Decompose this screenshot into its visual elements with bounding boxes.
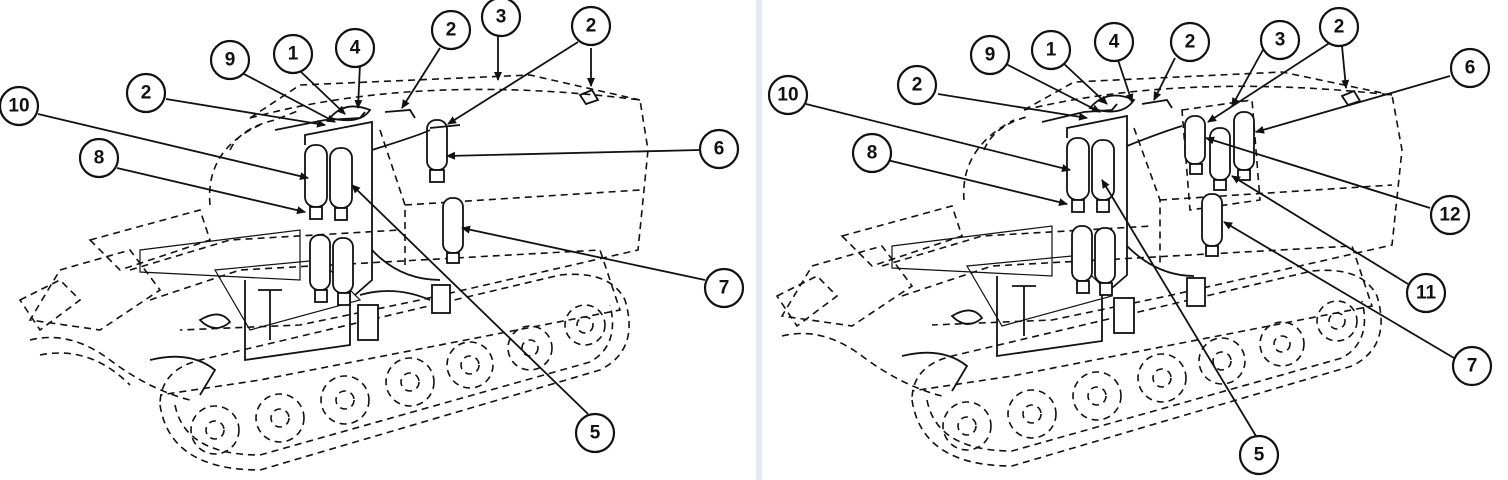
callout-5: 9 xyxy=(969,34,1011,76)
svg-text:5: 5 xyxy=(590,423,601,444)
track-assembly xyxy=(781,269,1382,467)
svg-text:7: 7 xyxy=(1467,356,1478,377)
track-assembly xyxy=(29,273,630,471)
svg-text:10: 10 xyxy=(777,85,798,106)
svg-text:1: 1 xyxy=(1046,40,1057,61)
callout-3: 3 xyxy=(480,0,522,38)
panel-divider xyxy=(756,0,762,480)
svg-text:4: 4 xyxy=(350,38,361,59)
svg-text:10: 10 xyxy=(8,96,29,117)
extinguisher-bottles xyxy=(274,88,600,306)
callout-8: 6 xyxy=(698,128,740,170)
extinguisher-bottles xyxy=(1041,89,1362,296)
svg-text:3: 3 xyxy=(496,7,507,28)
svg-text:9: 9 xyxy=(985,45,996,66)
svg-text:3: 3 xyxy=(1275,30,1286,51)
callout-6: 8 xyxy=(78,137,120,179)
callout-7: 5 xyxy=(574,412,616,454)
left-diagram-panel: 10 8 2 9 1 4 2 3 2 6 7 5 xyxy=(0,0,745,471)
callout-2-right-b: 2 xyxy=(1169,21,1211,63)
callout-8: 6 xyxy=(1449,47,1491,89)
mounting-brackets xyxy=(901,276,1206,392)
callout-2-left-c: 2 xyxy=(570,5,612,47)
svg-text:1: 1 xyxy=(288,44,299,65)
mounting-brackets xyxy=(149,280,451,396)
svg-text:8: 8 xyxy=(867,143,878,164)
callout-2-right-a: 2 xyxy=(896,64,938,106)
callout-2-left-a: 2 xyxy=(125,72,167,114)
svg-text:2: 2 xyxy=(586,16,597,37)
svg-text:2: 2 xyxy=(141,83,152,104)
callout-11: 11 xyxy=(1405,272,1447,314)
left-vehicle-diagram: 10 8 2 9 1 4 2 3 2 6 7 5 xyxy=(0,0,745,471)
svg-text:12: 12 xyxy=(1439,205,1460,226)
svg-text:9: 9 xyxy=(225,50,236,71)
callout-4: 4 xyxy=(1093,21,1135,63)
leader-lines xyxy=(805,41,1455,437)
svg-text:7: 7 xyxy=(719,278,730,299)
right-diagram-panel: 10 8 2 9 1 4 2 3 2 6 12 11 7 5 xyxy=(762,0,1508,480)
svg-text:6: 6 xyxy=(1465,58,1476,79)
callout-10: 10 xyxy=(767,74,809,116)
svg-text:2: 2 xyxy=(1334,17,1345,38)
road-wheels xyxy=(942,300,1358,451)
svg-text:6: 6 xyxy=(714,139,725,160)
leader-lines xyxy=(37,36,706,415)
callout-6: 8 xyxy=(851,132,893,174)
svg-text:8: 8 xyxy=(94,148,105,169)
callout-9: 7 xyxy=(703,267,745,309)
callout-10: 10 xyxy=(0,85,40,127)
callout-1: 1 xyxy=(1030,29,1072,71)
svg-text:5: 5 xyxy=(1254,445,1265,466)
road-wheels xyxy=(190,304,606,455)
callout-5: 9 xyxy=(209,39,251,81)
svg-text:2: 2 xyxy=(1185,32,1196,53)
callout-1: 1 xyxy=(272,33,314,75)
callout-4: 4 xyxy=(334,27,376,69)
callout-3: 3 xyxy=(1259,19,1301,61)
callout-12: 12 xyxy=(1429,194,1471,236)
vehicle-hull xyxy=(18,74,649,396)
callout-2-right-c: 2 xyxy=(1318,6,1360,48)
callout-2-left-b: 2 xyxy=(430,9,472,51)
svg-text:4: 4 xyxy=(1109,32,1120,53)
right-vehicle-diagram: 10 8 2 9 1 4 2 3 2 6 12 11 7 5 xyxy=(767,6,1493,476)
svg-text:2: 2 xyxy=(912,75,923,96)
svg-text:11: 11 xyxy=(1416,283,1437,304)
svg-text:2: 2 xyxy=(446,20,457,41)
callout-9: 7 xyxy=(1451,345,1493,387)
callout-7: 5 xyxy=(1238,434,1280,476)
